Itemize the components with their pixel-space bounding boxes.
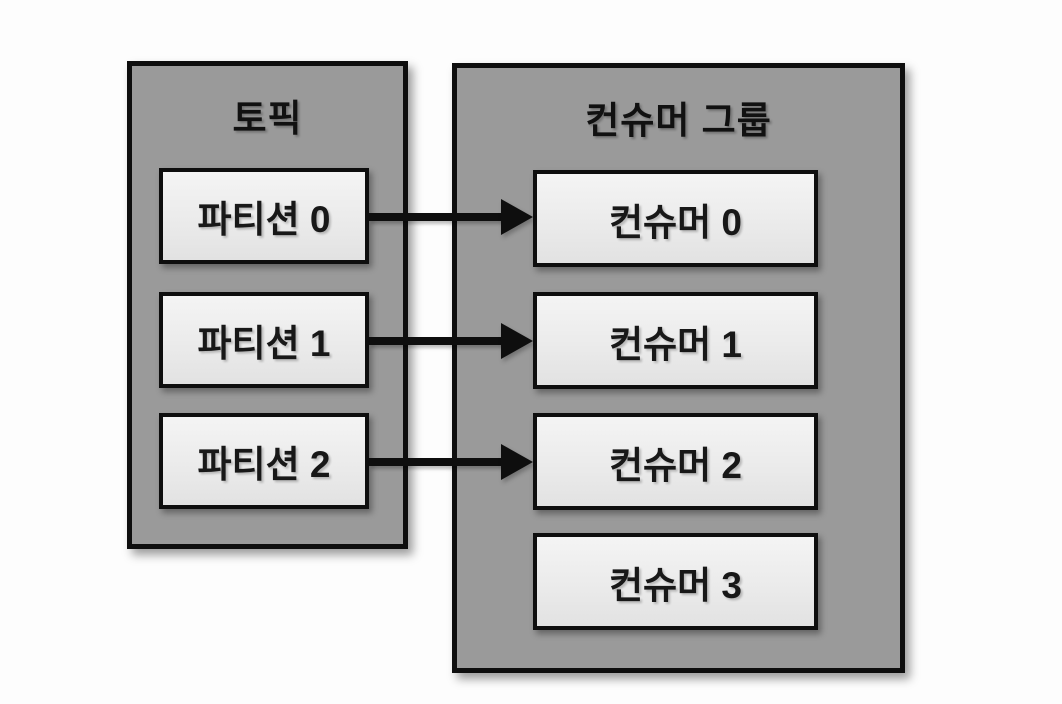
partition-0-node: 파티션 0: [159, 168, 369, 264]
arrow-line: [369, 337, 503, 345]
consumer-0-label: 컨슈머 0: [609, 201, 742, 243]
partition-2-label: 파티션 2: [197, 444, 331, 485]
arrow-partition1-to-consumer1: [369, 323, 533, 359]
arrow-head-icon: [501, 323, 533, 359]
arrow-partition2-to-consumer2: [369, 444, 533, 480]
consumer-group-container: 컨슈머 그룹 컨슈머 0 컨슈머 1 컨슈머 2 컨슈머 3: [452, 63, 905, 673]
partition-0-label: 파티션 0: [197, 199, 331, 240]
arrow-head-icon: [501, 199, 533, 235]
consumer-3-node: 컨슈머 3: [533, 533, 818, 630]
arrow-partition0-to-consumer0: [369, 199, 533, 235]
consumer-2-label: 컨슈머 2: [609, 444, 742, 486]
consumer-1-node: 컨슈머 1: [533, 292, 818, 389]
partition-1-label: 파티션 1: [197, 323, 331, 364]
consumer-0-node: 컨슈머 0: [533, 170, 818, 267]
consumer-2-node: 컨슈머 2: [533, 413, 818, 510]
consumer-1-label: 컨슈머 1: [609, 323, 742, 365]
topic-container: 토픽 파티션 0 파티션 1 파티션 2: [127, 61, 408, 549]
arrow-head-icon: [501, 444, 533, 480]
partition-1-node: 파티션 1: [159, 292, 369, 388]
topic-title: 토픽: [232, 98, 303, 139]
consumer-group-title: 컨슈머 그룹: [585, 100, 772, 141]
consumer-3-label: 컨슈머 3: [609, 564, 742, 606]
partition-2-node: 파티션 2: [159, 413, 369, 509]
arrow-line: [369, 458, 503, 466]
arrow-line: [369, 213, 503, 221]
